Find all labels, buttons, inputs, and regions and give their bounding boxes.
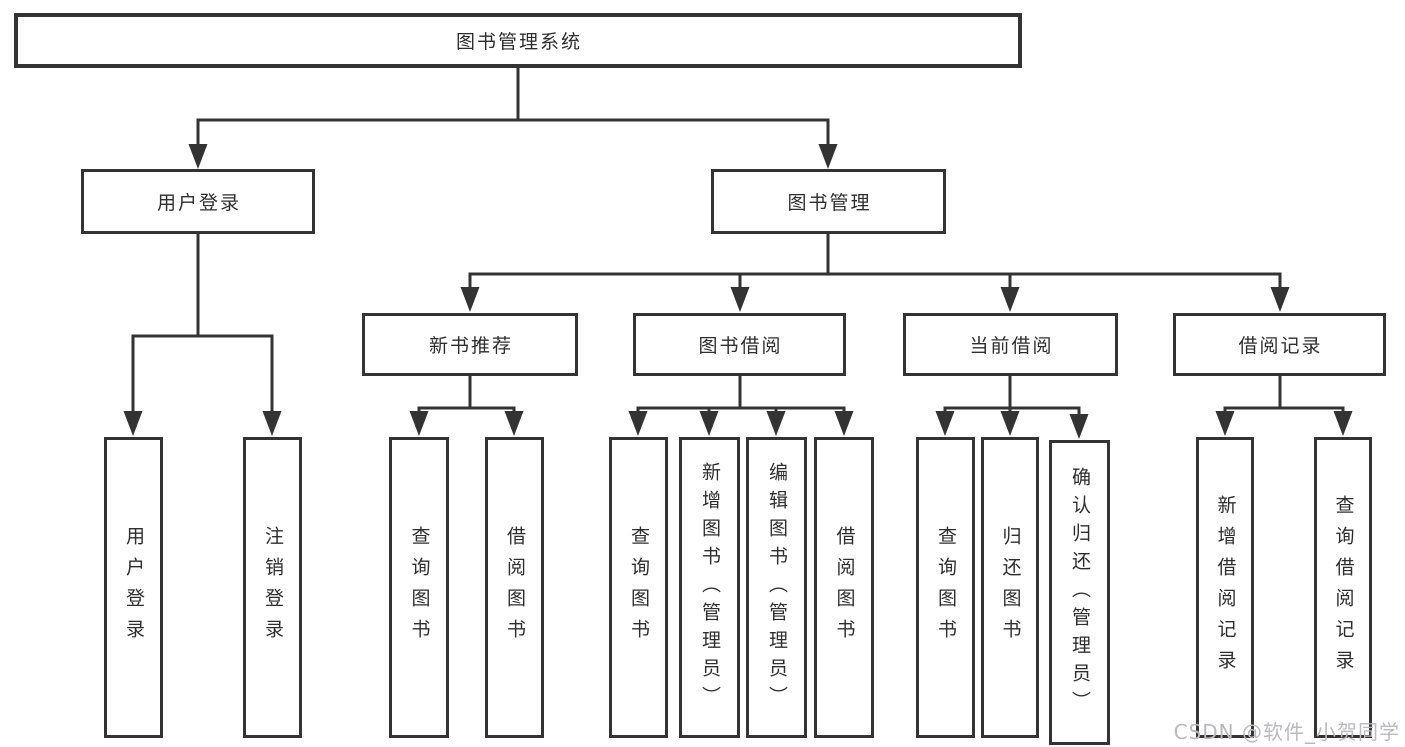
node-new-book-recommend: 新书推荐 [362, 313, 578, 376]
node-label: 借阅图书 [504, 525, 526, 650]
leaf-nbr-query-books: 查询图书 [389, 437, 449, 738]
leaf-bb-edit-books-admin: 编辑图书（管理员） [746, 437, 807, 738]
node-label: 查询图书 [628, 525, 650, 650]
node-label: 查询图书 [408, 525, 431, 650]
leaf-bb-add-books-admin: 新增图书（管理员） [679, 437, 740, 738]
node-label: 确认归还（管理员） [1069, 466, 1091, 719]
node-label: 图书管理 [787, 192, 872, 214]
leaf-cb-confirm-return-admin: 确认归还（管理员） [1049, 440, 1110, 745]
node-label: 借阅图书 [833, 525, 856, 650]
node-label: 图书借阅 [698, 335, 783, 357]
node-book-borrowing: 图书借阅 [633, 313, 846, 376]
node-label: 查询借阅记录 [1332, 494, 1355, 681]
node-borrow-records: 借阅记录 [1173, 313, 1386, 376]
node-library-system: 图书管理系统 [14, 13, 1022, 68]
node-label: 新增图书（管理员） [699, 461, 721, 714]
node-label: 当前借阅 [969, 335, 1054, 357]
node-label: 编辑图书（管理员） [766, 461, 788, 714]
leaf-bb-query-books: 查询图书 [609, 437, 668, 738]
node-label: 用户登录 [123, 525, 145, 650]
node-label: 新书推荐 [428, 335, 513, 357]
node-current-borrowing: 当前借阅 [903, 313, 1118, 376]
leaf-logout: 注销登录 [243, 437, 302, 738]
node-label: 新增借阅记录 [1214, 494, 1237, 681]
node-label: 归还图书 [999, 525, 1022, 650]
node-user-login: 用户登录 [81, 169, 315, 234]
node-label: 用户登录 [156, 192, 241, 214]
node-label: 注销登录 [262, 525, 284, 650]
node-label: 查询图书 [935, 525, 957, 650]
leaf-cb-return-books: 归还图书 [981, 437, 1039, 738]
node-label: 图书管理系统 [455, 31, 582, 53]
leaf-br-add-record: 新增借阅记录 [1196, 437, 1254, 738]
leaf-user-login: 用户登录 [104, 437, 163, 738]
leaf-br-query-record: 查询借阅记录 [1314, 437, 1372, 738]
leaf-bb-borrow-books: 借阅图书 [814, 437, 874, 738]
node-label: 借阅记录 [1238, 335, 1323, 357]
node-book-management: 图书管理 [711, 169, 946, 234]
leaf-nbr-borrow-books: 借阅图书 [485, 437, 544, 738]
leaf-cb-query-books: 查询图书 [916, 437, 975, 738]
